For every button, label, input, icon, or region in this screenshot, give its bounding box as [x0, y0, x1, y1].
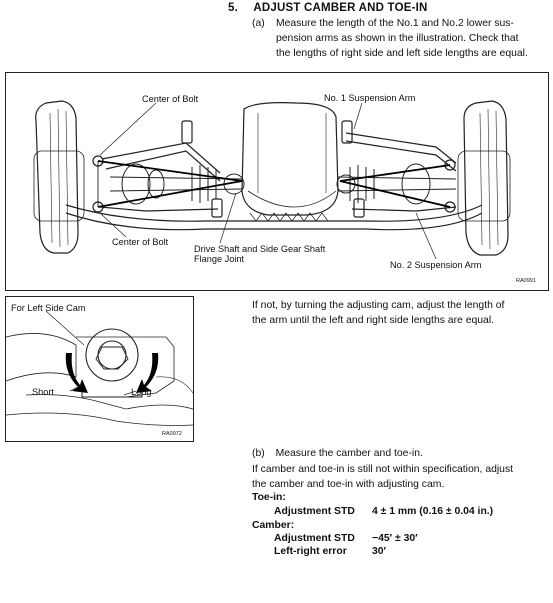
label-center-of-bolt-bottom: Center of Bolt: [112, 237, 169, 247]
label-long: Long: [131, 387, 152, 397]
label-center-of-bolt-top: Center of Bolt: [142, 94, 199, 104]
camber-value: −45′ ± 30′: [372, 533, 418, 544]
step-b-text: Measure the camber and toe-in.: [275, 448, 423, 459]
step-b-line-2: the camber and toe-in with adjusting cam…: [252, 479, 445, 490]
toe-in-key: Adjustment STD: [274, 506, 355, 517]
left-arm-2-shape: [99, 206, 219, 212]
camber-label: Camber:: [252, 520, 295, 531]
label-drive-shaft-line-1: Drive Shaft and Side Gear Shaft: [194, 244, 326, 254]
left-right-error-value: 30′: [372, 546, 387, 557]
step-b-marker: (b): [252, 448, 265, 459]
right-arm-2-shape: [351, 206, 457, 212]
figure-code-main: RA0991: [516, 278, 536, 284]
step-a-marker: (a): [252, 18, 265, 29]
measurement-lines: [97, 160, 451, 208]
left-wheel-shape: [33, 100, 85, 254]
toe-in-label: Toe-in:: [252, 492, 286, 503]
suspension-illustration: [33, 100, 511, 260]
section-title: ADJUST CAMBER AND TOE-IN: [253, 2, 428, 14]
label-no2-suspension-arm: No. 2 Suspension Arm: [390, 260, 482, 270]
step-a-line-1: Measure the length of the No.1 and No.2 …: [276, 18, 514, 29]
right-wheel-shape: [457, 100, 511, 256]
cam-illustration: [5, 310, 194, 426]
crossmember-shape: [65, 204, 483, 222]
step-b-line-1: If camber and toe-in is still not within…: [252, 464, 514, 475]
left-right-error-key: Left-right error: [274, 546, 347, 557]
figure-code-cam: RA0972: [162, 431, 182, 437]
differential-shape: [241, 102, 339, 222]
cam-figure: For Left Side Cam Short Long RA0972: [5, 296, 194, 442]
section-heading: 5. ADJUST CAMBER AND TOE-IN: [228, 2, 428, 14]
suspension-figure: Center of Bolt No. 1 Suspension Arm Cent…: [5, 72, 549, 291]
short-arrow-icon: [65, 353, 88, 393]
left-drive-shaft: [109, 163, 245, 205]
step-b-line: (b) Measure the camber and toe-in.: [252, 446, 423, 461]
right-arm-1-shape: [345, 132, 457, 164]
long-arrow-icon: [136, 353, 159, 393]
step-a-text: Measure the length of the No.1 and No.2 …: [276, 16, 528, 61]
label-for-left-side-cam: For Left Side Cam: [11, 303, 86, 313]
label-drive-shaft-line-2: Flange Joint: [194, 254, 245, 264]
if-not-line-1: If not, by turning the adjusting cam, ad…: [252, 300, 505, 311]
left-arm-1-shape: [101, 142, 221, 174]
section-number: 5.: [228, 2, 238, 14]
toe-in-value: 4 ± 1 mm (0.16 ± 0.04 in.): [372, 506, 494, 517]
if-not-paragraph: If not, by turning the adjusting cam, ad…: [252, 298, 504, 328]
step-a-line-3: the lengths of right side and left side …: [276, 48, 528, 59]
label-drive-shaft: Drive Shaft and Side Gear Shaft Flange J…: [194, 244, 325, 264]
label-short: Short: [32, 387, 54, 397]
label-no1-suspension-arm: No. 1 Suspension Arm: [324, 93, 416, 103]
step-b-paragraph: If camber and toe-in is still not within…: [252, 462, 513, 492]
step-a-line-2: pension arms as shown in the illustratio…: [276, 33, 519, 44]
camber-key: Adjustment STD: [274, 533, 355, 544]
cam-arrows: [65, 353, 159, 393]
if-not-line-2: the arm until the left and right side le…: [252, 315, 495, 326]
